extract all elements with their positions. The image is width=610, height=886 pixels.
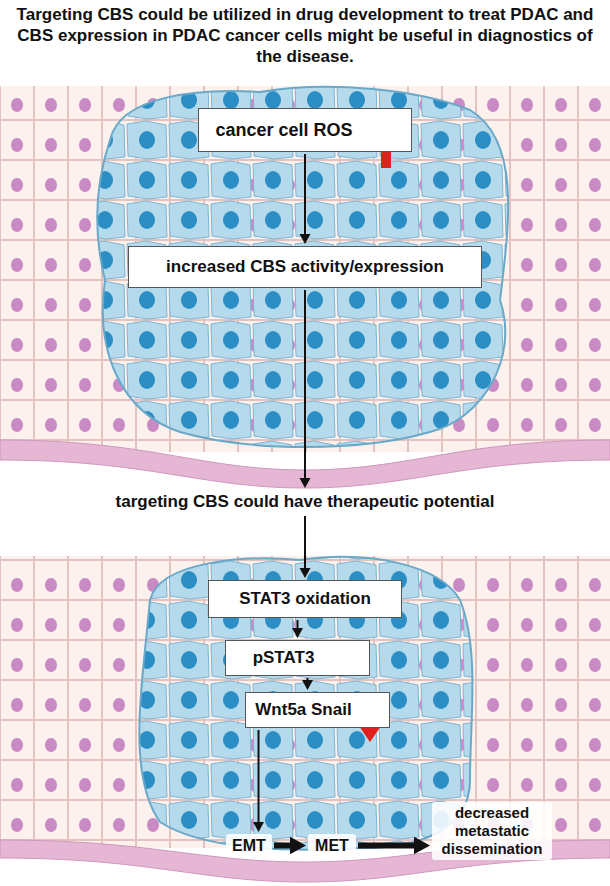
title: Targeting CBS could be utilized in drug … (8, 4, 602, 67)
node-text: MET (311, 836, 353, 855)
statement-text: targeting CBS could have therapeutic pot… (60, 490, 550, 514)
arrow-head (300, 478, 311, 488)
node-text: STAT3 oxidation (217, 589, 393, 609)
flow-arrow (274, 843, 292, 849)
flow-arrow (358, 843, 416, 849)
node-text: decreased metastatic dissemination (435, 804, 549, 858)
node-text: cancer cell ROS (215, 119, 353, 141)
node-text: increased CBS activity/expression (139, 257, 471, 277)
arrow-head (300, 568, 311, 578)
node-text: Wnt5a Snail (254, 700, 353, 720)
arrow-head (290, 837, 306, 855)
process-box: Wnt5a Snail (245, 692, 390, 728)
arrow-head (414, 837, 430, 855)
process-box: pSTAT3 (225, 640, 370, 676)
node-text: EMT (229, 836, 269, 855)
flow-arrow (304, 516, 306, 570)
arrow-head (300, 234, 311, 244)
process-box: increased CBS activity/expression (128, 246, 482, 288)
tumor-mass (97, 87, 508, 447)
flow-arrow (304, 290, 306, 480)
flow-arrow (304, 154, 306, 236)
node-text: pSTAT3 (234, 648, 333, 668)
process-box: cancer cell ROS (198, 108, 412, 152)
flow-arrow (258, 730, 260, 824)
process-box: STAT3 oxidation (208, 580, 402, 618)
node-text: targeting CBS could have therapeutic pot… (64, 492, 546, 512)
state-label: MET (308, 834, 356, 857)
tumor-mass (139, 557, 472, 850)
arrow-head (302, 680, 313, 690)
state-label: EMT (226, 834, 272, 857)
arrow-head (253, 822, 264, 832)
arrow-head (292, 628, 303, 638)
outcome-label: decreased metastatic dissemination (432, 802, 552, 860)
